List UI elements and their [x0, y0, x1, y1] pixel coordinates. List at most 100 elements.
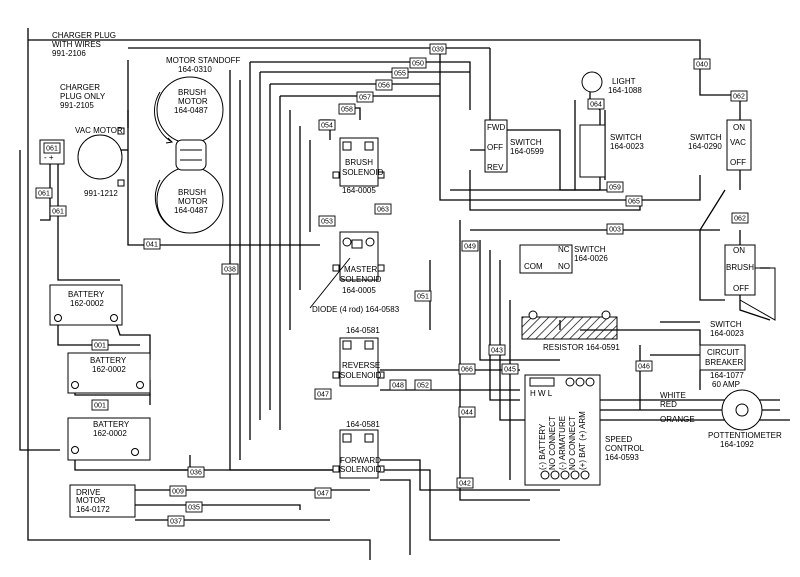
brush-solenoid-label: BRUSH — [345, 158, 373, 167]
wire-tag: 065 — [625, 195, 643, 207]
charger-plug-with-wires-sub: WITH WIRES — [52, 40, 101, 49]
wire-tag-label: 039 — [432, 47, 444, 54]
wire-tag-label: 003 — [609, 227, 621, 234]
circuit-breaker — [699, 344, 746, 371]
reverse-solenoid-part: 164-0581 — [346, 326, 380, 335]
diode-label: DIODE (4 rod) 164-0583 — [312, 305, 400, 314]
wire-tag-label: 009 — [172, 489, 184, 496]
battery-3-label: BATTERY — [93, 420, 130, 429]
battery-2-label: BATTERY — [90, 356, 127, 365]
wire-tag: 061 — [49, 205, 67, 217]
reverse-solenoid-label2: SOLENOID — [340, 371, 382, 380]
wire-tag: 061 — [43, 142, 61, 154]
drive-motor — [69, 484, 136, 518]
wire-tag-label: 037 — [170, 519, 182, 526]
switch-0599-label: SWITCH — [510, 138, 542, 147]
wire-tag: 046 — [635, 360, 653, 372]
switch-fwd-label: FWD — [487, 123, 505, 132]
motor-standoff — [175, 139, 207, 171]
resistor-label: RESISTOR 164-0591 — [543, 343, 620, 352]
battery-2-part: 162-0002 — [92, 365, 126, 374]
wire-tag-label: 056 — [378, 83, 390, 90]
drive-motor-label2: MOTOR — [76, 496, 106, 505]
wire-tag: 038 — [221, 263, 239, 275]
wire-tag-label: 048 — [392, 383, 404, 390]
potentiometer-part: 164-1092 — [720, 440, 754, 449]
circuit-breaker-part: 164-1077 — [710, 371, 744, 380]
motor-standoff-part: 164-0310 — [178, 65, 212, 74]
pin-noconnect-1: NO CONNECT — [548, 416, 557, 470]
wire-tag: 051 — [414, 290, 432, 302]
battery-2 — [67, 352, 151, 394]
switch-0026-label: SWITCH — [574, 245, 606, 254]
wire-tag-label: 038 — [224, 267, 236, 274]
diode-pointer — [309, 257, 351, 309]
switch-com-label: COM — [524, 262, 543, 271]
charger-plug-only-label: CHARGER — [60, 83, 100, 92]
wire-tag: 009 — [169, 485, 187, 497]
wire-tag-label: 001 — [94, 343, 106, 350]
switch-nc: NC — [558, 245, 570, 254]
wire-tag-label: 061 — [38, 191, 50, 198]
switch-0026-part: 164-0026 — [574, 254, 608, 263]
brush-motor-bottom-label: BRUSH — [178, 188, 206, 197]
switch-brush-on: ON — [733, 246, 745, 255]
circuit-breaker-label2: BREAKER — [705, 358, 743, 367]
brush-motor-bottom-label2: MOTOR — [178, 197, 208, 206]
wire-tag: 047 — [314, 487, 332, 499]
wire-tag: 042 — [456, 477, 474, 489]
wire-tag: 049 — [461, 240, 479, 252]
battery-1-part: 162-0002 — [70, 299, 104, 308]
brush-motor-top — [154, 76, 224, 144]
wire-tag: 063 — [374, 203, 392, 215]
forward-solenoid — [332, 429, 385, 479]
switch-brush-title: SWITCH — [710, 320, 742, 329]
wire-tag: 044 — [458, 406, 476, 418]
wire-tag-label: 049 — [464, 244, 476, 251]
wire-tag: 045 — [501, 363, 519, 375]
switch-0290-part: 164-0290 — [688, 142, 722, 151]
pin-noconnect-2: NO CONNECT — [568, 416, 577, 470]
wire-tag-label: 044 — [461, 410, 473, 417]
wire-tag: 050 — [409, 57, 427, 69]
wire-tag: 058 — [338, 103, 356, 115]
forward-solenoid-part: 164-0581 — [346, 420, 380, 429]
brush-solenoid-label2: SOLENOID — [342, 168, 384, 177]
switch-0599-part: 164-0599 — [510, 147, 544, 156]
reverse-solenoid-label: REVERSE — [342, 361, 380, 370]
wire-tag: 001 — [91, 339, 109, 351]
wire-white: WHITE — [660, 391, 686, 400]
brush-motor-bottom — [154, 166, 224, 234]
wire-tag: 036 — [187, 466, 205, 478]
wire-tag: 061 — [35, 187, 53, 199]
switch-vac-off: OFF — [730, 158, 746, 167]
wire-tag: 062 — [730, 90, 748, 102]
switch-vac — [726, 119, 752, 171]
reverse-solenoid — [332, 337, 385, 387]
wire-tag: 003 — [606, 223, 624, 235]
wire-tag-label: 050 — [412, 61, 424, 68]
wire-tag: 054 — [318, 119, 336, 131]
wire-tag: 041 — [143, 238, 161, 250]
forward-solenoid-label2: SOLENOID — [340, 465, 382, 474]
battery-1 — [49, 284, 123, 326]
switch-rev-label: REV — [487, 163, 504, 172]
wire-tag: 052 — [414, 379, 432, 391]
brush-motor-bottom-part: 164-0487 — [174, 206, 208, 215]
wire-tag: 062 — [731, 212, 749, 224]
switch-brush-label: BRUSH — [726, 263, 754, 272]
drive-motor-label: DRIVE — [76, 488, 100, 497]
switch-fwd-rev — [484, 119, 508, 173]
wire-tag-label: 053 — [321, 219, 333, 226]
wire-tag: 066 — [458, 363, 476, 375]
wire-tag-label: 047 — [317, 491, 329, 498]
circuit-breaker-amp: 60 AMP — [712, 380, 740, 389]
light-part: 164-1088 — [608, 86, 642, 95]
wire-tag-label: 043 — [491, 348, 503, 355]
wire-tags: 0390400500550560570580540610610610640590… — [35, 43, 749, 527]
speed-control-label: SPEED — [605, 435, 632, 444]
switch-light-label: SWITCH — [610, 133, 642, 142]
wire-tag: 057 — [356, 91, 374, 103]
battery-3 — [67, 417, 151, 461]
wire-tag: 035 — [185, 501, 203, 513]
